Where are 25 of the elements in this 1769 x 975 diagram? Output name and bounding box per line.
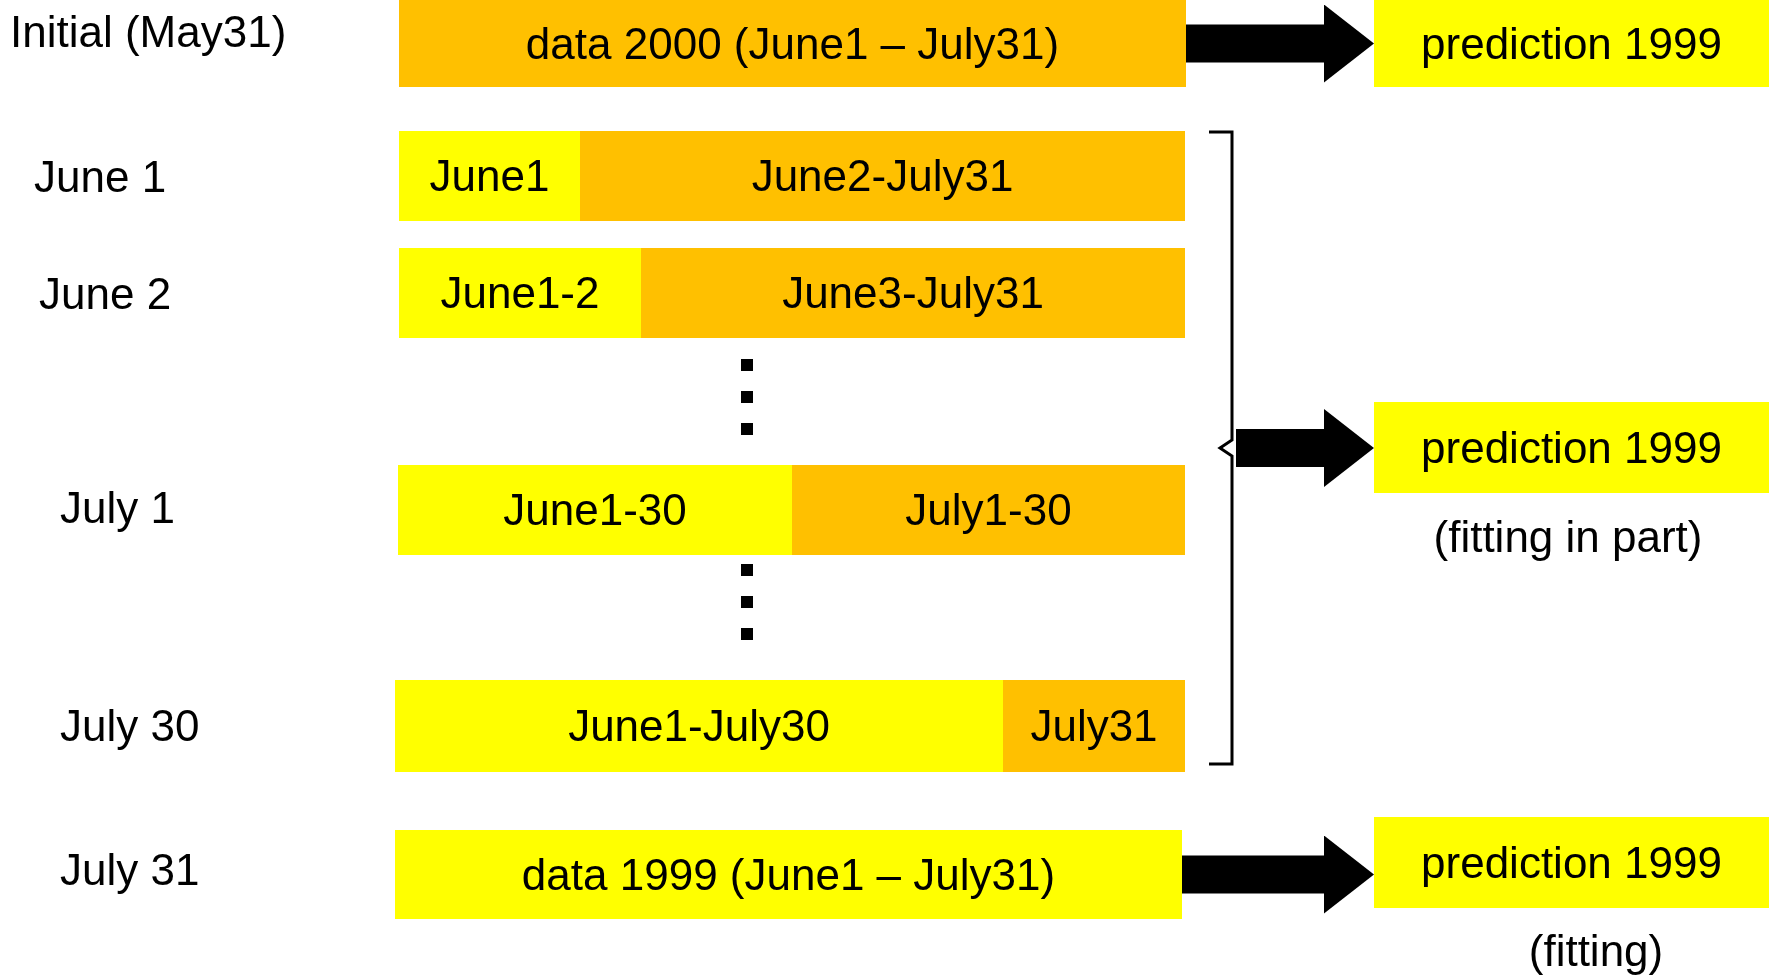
data-bar: June1-30 (398, 465, 792, 555)
row-label: Initial (May31) (10, 7, 287, 57)
result-box: prediction 1999 (1374, 0, 1769, 87)
date-label: July 31 (60, 845, 200, 895)
caption-text: (fitting) (1528, 926, 1664, 975)
data-bar: data 2000 (June1 – July31) (399, 0, 1186, 87)
block-arrow (1182, 835, 1374, 914)
data-bar: June3-July31 (641, 248, 1185, 338)
caption-text: (fitting in part) (1433, 512, 1703, 562)
bracket (1209, 130, 1234, 766)
data-bar: July31 (1003, 680, 1185, 772)
block-arrow (1186, 4, 1374, 83)
data-bar: June2-July31 (580, 131, 1185, 221)
date-label: July 30 (60, 701, 200, 751)
data-bar: June1-July30 (395, 680, 1003, 772)
data-bar: data 1999 (June1 – July31) (395, 830, 1182, 919)
date-label: July 1 (60, 483, 175, 533)
data-bar: July1-30 (792, 465, 1185, 555)
block-arrow (1236, 409, 1374, 487)
date-label: June 2 (39, 269, 172, 319)
date-label: June 1 (34, 152, 167, 202)
data-bar: June1-2 (399, 248, 641, 338)
data-bar: June1 (399, 131, 580, 221)
result-box: prediction 1999 (1374, 817, 1769, 908)
result-box: prediction 1999 (1374, 402, 1769, 493)
